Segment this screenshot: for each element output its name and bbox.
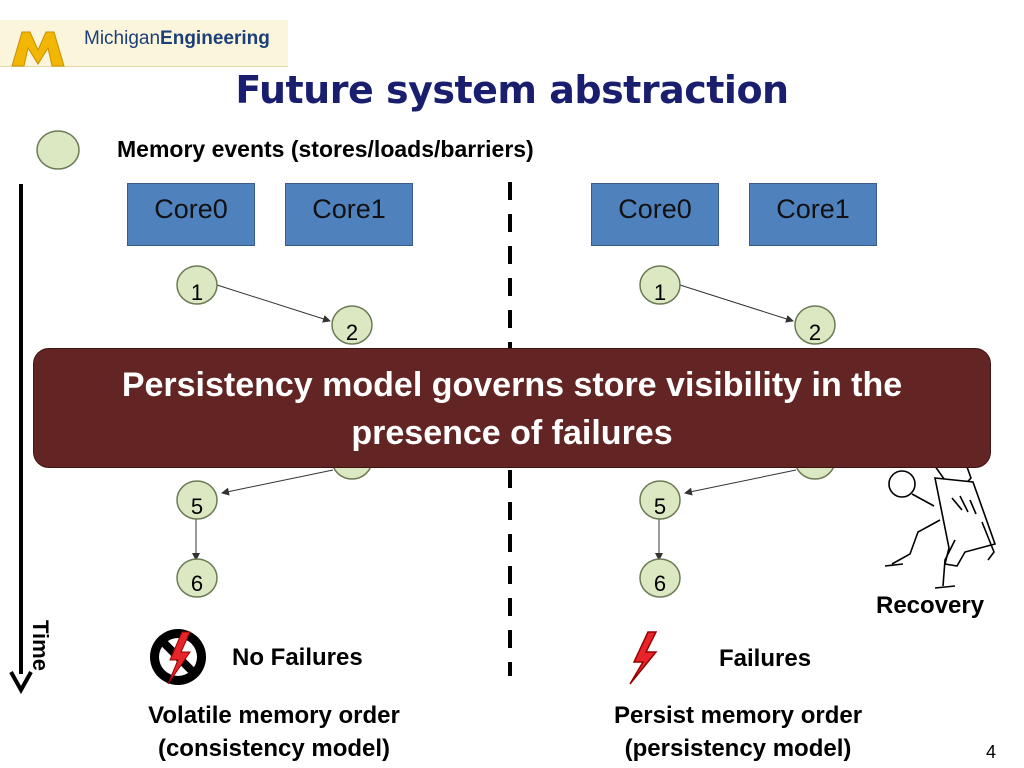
node-label: 2 xyxy=(808,320,822,345)
node-label: 5 xyxy=(190,494,204,519)
node-label: 6 xyxy=(190,571,204,596)
node-right-1 xyxy=(639,265,681,305)
banner-line-2: presence of failures xyxy=(351,414,673,452)
no-failures-label: No Failures xyxy=(232,644,363,671)
time-axis-arrowhead xyxy=(9,671,33,695)
failures-label: Failures xyxy=(719,645,812,672)
persistency-banner: Persistency model governs store visibili… xyxy=(33,348,991,468)
core-box: Core1 xyxy=(749,183,877,246)
node-left-5 xyxy=(176,480,218,520)
core-box: Core0 xyxy=(127,183,255,246)
slide-title: Future system abstraction xyxy=(235,68,789,112)
node-left-2 xyxy=(331,305,373,345)
node-label: 1 xyxy=(190,280,204,305)
node-right-5 xyxy=(639,480,681,520)
block-m-logo-icon xyxy=(11,31,65,67)
recovery-label: Recovery xyxy=(876,592,985,619)
edge-left-4-5 xyxy=(221,469,334,496)
page-number: 4 xyxy=(986,742,997,762)
time-axis-label: Time xyxy=(28,620,53,671)
lightning-icon xyxy=(629,631,658,685)
detective-icon xyxy=(884,448,997,589)
legend-label: Memory events (stores/loads/barriers) xyxy=(117,136,534,162)
node-right-6 xyxy=(639,558,681,598)
no-failures-icon xyxy=(150,629,206,685)
node-left-1 xyxy=(176,265,218,305)
node-label: 6 xyxy=(653,571,667,596)
edge-right-4-5 xyxy=(684,469,797,496)
memory-event-legend-icon xyxy=(36,130,80,170)
persist-order-caption: Persist memory order (persistency model) xyxy=(613,702,863,762)
volatile-order-caption: Volatile memory order (consistency model… xyxy=(148,702,400,762)
edge-right-1-2 xyxy=(679,284,794,323)
logo-text: MichiganEngineering xyxy=(84,28,270,49)
core-box: Core1 xyxy=(285,183,413,246)
core-box: Core0 xyxy=(591,183,719,246)
node-left-6 xyxy=(176,558,218,598)
edge-left-1-2 xyxy=(216,284,331,323)
node-right-2 xyxy=(794,305,836,345)
banner-line-1: Persistency model governs store visibili… xyxy=(121,366,903,404)
node-label: 2 xyxy=(345,320,359,345)
node-label: 5 xyxy=(653,494,667,519)
node-label: 1 xyxy=(653,280,667,305)
